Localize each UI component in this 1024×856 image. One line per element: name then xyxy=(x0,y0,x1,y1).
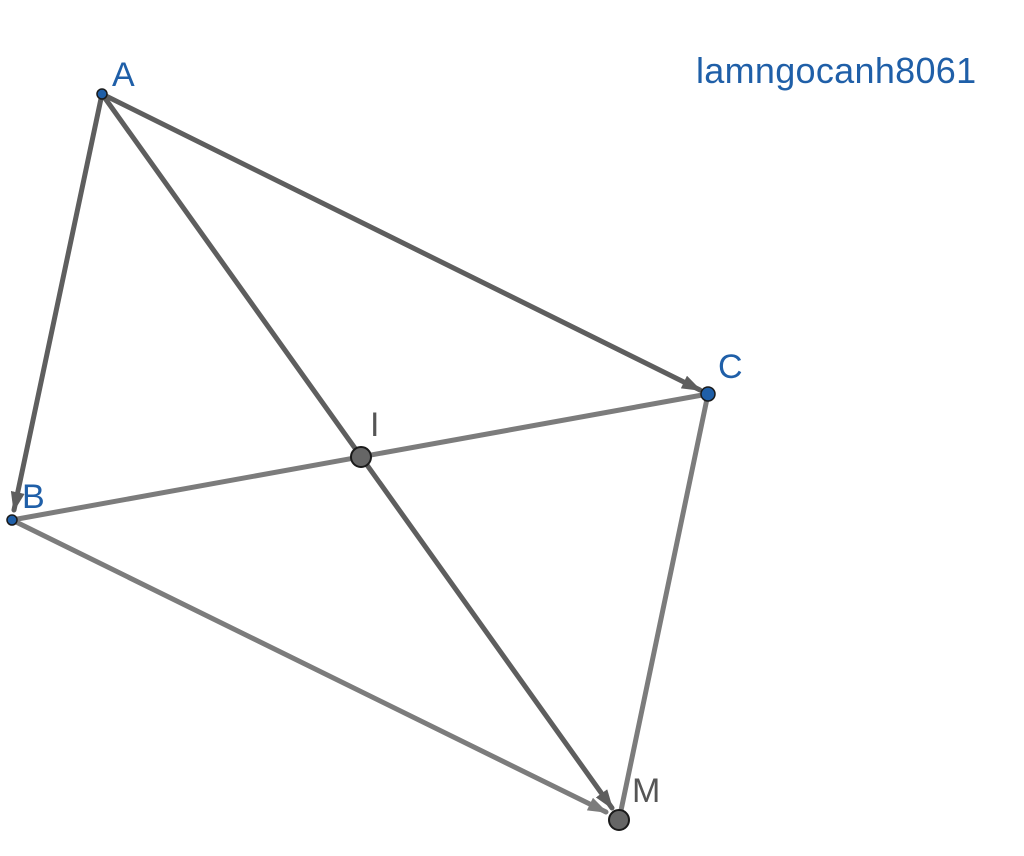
label-C: C xyxy=(718,348,743,386)
label-B: B xyxy=(22,478,45,516)
watermark-text: lamngocanh8061 xyxy=(696,50,977,91)
vector-AC xyxy=(99,91,703,393)
point-A xyxy=(96,88,108,100)
point-M xyxy=(608,809,630,831)
label-I: I xyxy=(370,406,379,444)
segment-CM xyxy=(616,391,711,823)
vector-AB xyxy=(10,91,105,513)
point-C xyxy=(700,386,716,402)
point-I xyxy=(350,446,372,468)
label-A: A xyxy=(112,56,135,94)
vector-BM xyxy=(9,517,609,815)
label-M: M xyxy=(632,772,660,810)
point-B xyxy=(6,514,18,526)
